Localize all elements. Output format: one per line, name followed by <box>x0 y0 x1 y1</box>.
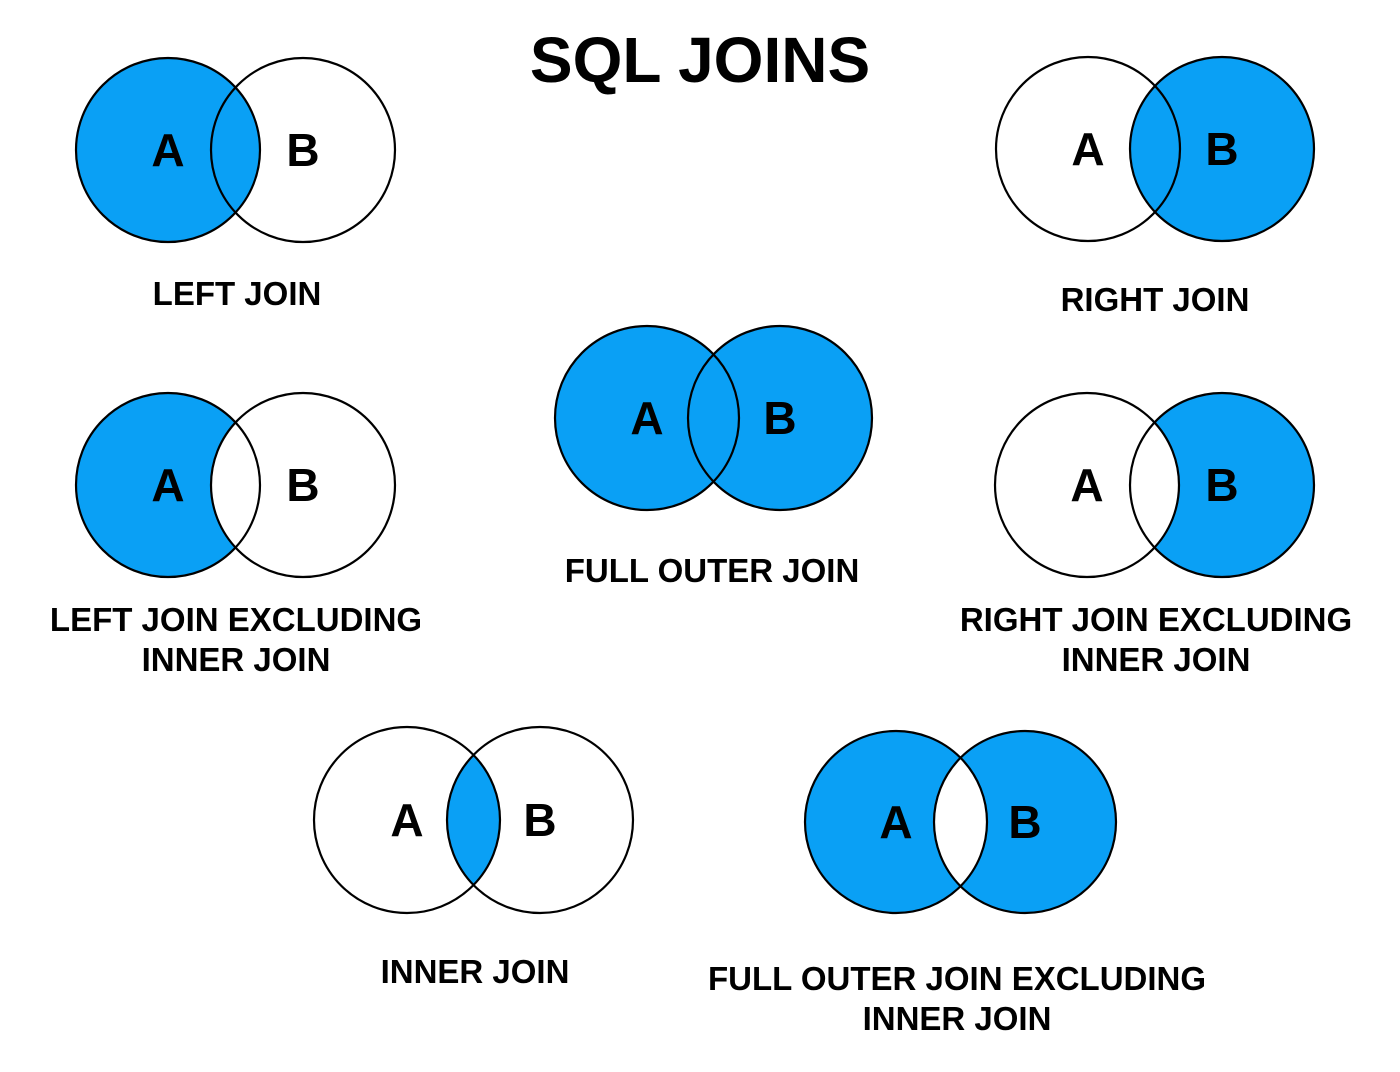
circle-a-outline <box>993 391 1181 579</box>
set-label-b: B <box>286 459 319 511</box>
circle-b-outline <box>686 324 874 512</box>
set-label-b: B <box>286 124 319 176</box>
diagram-caption: INNER JOIN <box>863 1000 1052 1037</box>
circle-a-fill <box>76 58 260 242</box>
circle-b-fill <box>211 58 395 242</box>
circle-b-outline <box>209 56 397 244</box>
circle-a-fill <box>314 727 500 913</box>
circle-b-outline <box>932 729 1118 915</box>
diagram-caption: RIGHT JOIN <box>1061 281 1250 318</box>
circle-a-fill <box>996 57 1180 241</box>
circle-a-outline <box>74 391 262 579</box>
set-label-a: A <box>630 392 663 444</box>
set-label-a: A <box>879 796 912 848</box>
diagram-caption: FULL OUTER JOIN <box>565 552 860 589</box>
circle-a-fill <box>805 731 987 913</box>
circle-b-outline <box>445 725 635 915</box>
page-title: SQL JOINS <box>529 24 871 96</box>
set-label-a: A <box>151 459 184 511</box>
circle-b-outline <box>1128 391 1316 579</box>
set-label-a: A <box>1070 459 1103 511</box>
diagram-caption: FULL OUTER JOIN EXCLUDING <box>708 960 1206 997</box>
circle-a-outline <box>803 729 989 915</box>
set-label-a: A <box>151 124 184 176</box>
diagram-caption: INNER JOIN <box>381 953 570 990</box>
diagram-left-join: A B LEFT JOIN <box>74 56 397 312</box>
set-label-a: A <box>390 794 423 846</box>
circle-b-fill <box>688 326 872 510</box>
set-label-b: B <box>523 794 556 846</box>
circle-b-fill <box>1130 393 1314 577</box>
diagram-caption: LEFT JOIN EXCLUDING <box>50 601 422 638</box>
circle-a-outline <box>994 55 1182 243</box>
set-label-b: B <box>1008 796 1041 848</box>
circle-a-outline <box>553 324 741 512</box>
set-label-b: B <box>763 392 796 444</box>
circle-b-outline <box>209 391 397 579</box>
diagram-caption: INNER JOIN <box>1062 641 1251 678</box>
circle-b-fill <box>934 731 1116 913</box>
diagram-caption: LEFT JOIN <box>153 275 322 312</box>
circle-b-fill <box>1130 57 1314 241</box>
circle-a-fill <box>555 326 739 510</box>
circle-b-fill <box>447 727 633 913</box>
circle-b-fill <box>211 393 395 577</box>
set-label-b: B <box>1205 459 1238 511</box>
diagram-caption: RIGHT JOIN EXCLUDING <box>960 601 1352 638</box>
diagram-inner-join: A B INNER JOIN <box>312 725 635 990</box>
circle-b-outline <box>1128 55 1316 243</box>
circle-a-outline <box>312 725 502 915</box>
circle-a-fill <box>995 393 1179 577</box>
diagram-right-join: A B RIGHT JOIN <box>994 55 1316 318</box>
circle-a-outline <box>74 56 262 244</box>
set-label-a: A <box>1071 123 1104 175</box>
set-label-b: B <box>1205 123 1238 175</box>
diagram-caption: INNER JOIN <box>142 641 331 678</box>
diagram-full-outer-join: A B FULL OUTER JOIN <box>553 324 874 589</box>
circle-a-fill <box>76 393 260 577</box>
